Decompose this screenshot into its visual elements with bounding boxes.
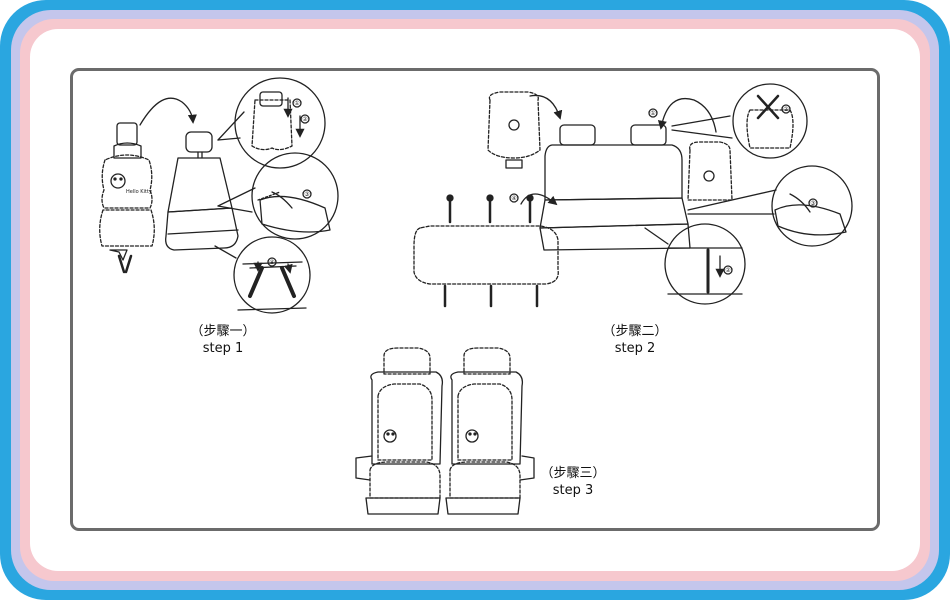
- step2-title: （步驟二）: [602, 324, 668, 339]
- step3-caption: （步驟三） step 3: [518, 465, 628, 499]
- rear-bench-seat: [539, 124, 691, 251]
- mascot-text: Hello Kitty: [126, 189, 152, 195]
- bare-seat-step1: [165, 131, 239, 251]
- callout-1b: ①: [650, 110, 655, 117]
- seat-cover-front: Hello Kitty: [99, 122, 155, 274]
- headrest-cover: [487, 91, 541, 169]
- detail-circle-6: [644, 223, 746, 305]
- detail-circle-4: [732, 83, 808, 159]
- covered-seat-right: [445, 347, 524, 515]
- detail-circle-5: [687, 165, 853, 247]
- step3-title: （步驟三）: [540, 466, 606, 481]
- step3-illustration: [355, 347, 535, 515]
- callout-2: ②: [302, 116, 308, 123]
- callout-labels: ① ② ③ ④ ① ② ③ ④ ②: [269, 100, 815, 274]
- cushion-cover: [413, 193, 559, 308]
- headrest-cover-small: [687, 141, 733, 201]
- callout-2b: ②: [783, 106, 789, 113]
- step1-caption: （步驟一） step 1: [168, 323, 278, 357]
- step1-illustration: Hello Kitty: [99, 77, 339, 314]
- callout-4b: ④: [511, 195, 516, 202]
- instruction-panel: [70, 68, 880, 531]
- step3-label: step 3: [552, 483, 594, 498]
- step1-title: （步驟一）: [190, 324, 256, 339]
- detail-circle-1: [217, 77, 326, 169]
- covered-seat-left: [365, 347, 444, 515]
- callout-3b: ③: [810, 200, 815, 207]
- callout-5b: ②: [725, 267, 731, 274]
- step2-caption: （步驟二） step 2: [580, 323, 690, 357]
- step2-illustration: [413, 83, 853, 308]
- detail-circle-3: [214, 236, 311, 314]
- step2-label: step 2: [614, 341, 656, 356]
- callout-1: ①: [294, 100, 299, 107]
- callout-4: ④: [269, 259, 274, 266]
- step1-label: step 1: [202, 341, 244, 356]
- detail-circle-2: [217, 152, 339, 240]
- callout-3: ③: [304, 191, 309, 198]
